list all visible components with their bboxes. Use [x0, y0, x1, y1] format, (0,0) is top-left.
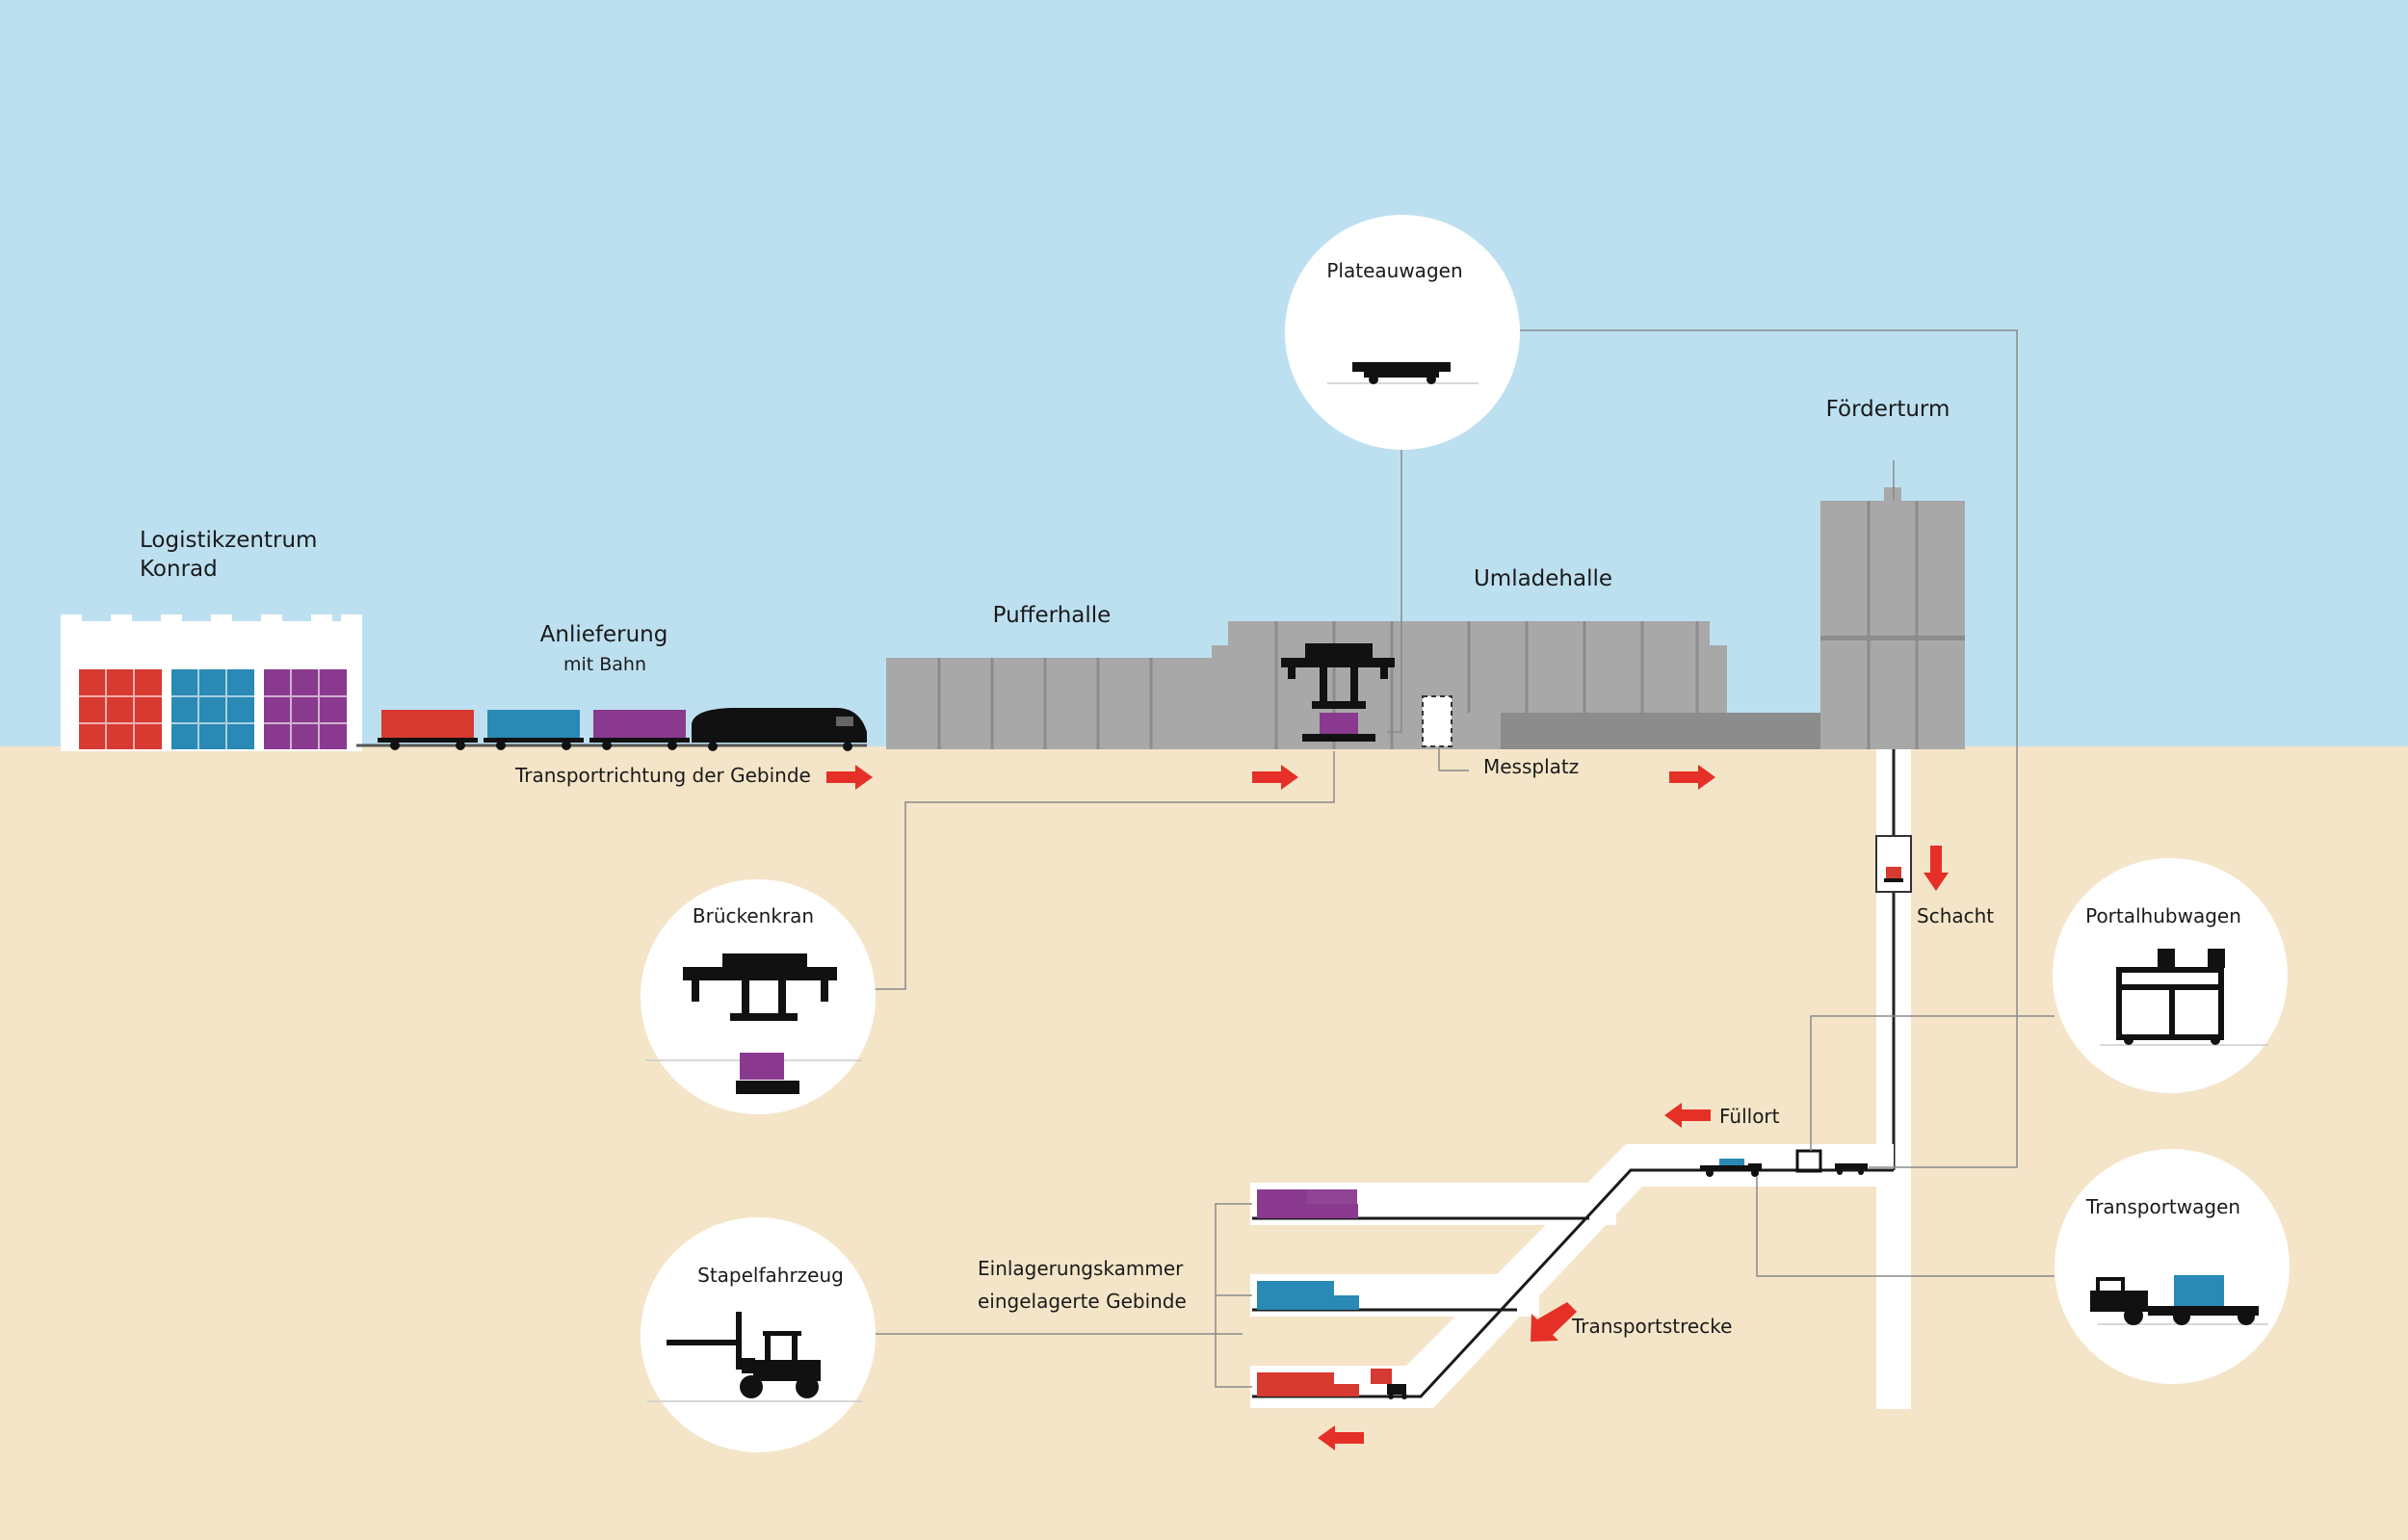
- transportstrecke-label: Transportstrecke: [1571, 1315, 1732, 1338]
- locomotive: [692, 708, 867, 743]
- umladehalle-label: Umladehalle: [1474, 566, 1612, 591]
- arrow-icon-right-2: [1252, 765, 1298, 790]
- forklift-icon: [667, 1312, 821, 1398]
- callout-portalhubwagen-label: Portalhubwagen: [2085, 904, 2241, 927]
- callout-stapelfahrzeug-label: Stapelfahrzeug: [697, 1264, 844, 1287]
- schacht-label: Schacht: [1917, 904, 1994, 927]
- logistics-container-purple: [264, 669, 347, 749]
- stored-containers-blue: [1257, 1281, 1359, 1310]
- callout-brueckenkran: Brückenkran: [641, 879, 876, 1114]
- rail-car-red: [381, 710, 474, 739]
- stored-containers-purple: [1257, 1189, 1358, 1218]
- logistics-container-blue: [171, 669, 254, 749]
- plateau-wagon-icon: [1352, 362, 1451, 384]
- arrow-icon-right-3: [1669, 765, 1715, 790]
- foerderturm-label: Förderturm: [1826, 397, 1950, 422]
- shaft: [1875, 749, 1912, 1409]
- arrow-icon-right-1: [826, 765, 873, 790]
- callout-transportwagen: Transportwagen: [2055, 1149, 2290, 1384]
- arrow-icon-diagonal: [1531, 1302, 1577, 1342]
- rail-car-purple: [593, 710, 686, 739]
- logistics-center: [61, 614, 362, 751]
- train: [356, 708, 867, 751]
- logistics-center-title-line2: Konrad: [140, 557, 218, 582]
- callout-portalhubwagen: Portalhubwagen: [2053, 858, 2288, 1093]
- measuring-station-marker: [1422, 695, 1453, 747]
- callout-stapelfahrzeug: Stapelfahrzeug: [641, 1217, 876, 1452]
- fuellort-label: Füllort: [1719, 1105, 1780, 1128]
- labels: Logistikzentrum Konrad Anlieferung mit B…: [140, 397, 1994, 1338]
- mit-bahn-label: mit Bahn: [563, 654, 646, 675]
- arrow-icon-left-chamber: [1318, 1425, 1364, 1450]
- sky: [0, 0, 2408, 749]
- bridge-crane-icon: [683, 953, 837, 1094]
- stored-containers-red: [1257, 1369, 1392, 1396]
- shaft-cage: [1875, 835, 1912, 893]
- hall-crane: [1281, 643, 1395, 709]
- leader-lines: [872, 329, 2055, 1388]
- callout-brueckenkran-label: Brückenkran: [693, 904, 814, 927]
- pufferhalle-building: [886, 658, 1214, 749]
- ground: [0, 746, 2408, 1540]
- rail-car-blue: [487, 710, 580, 739]
- logistics-center-title-line1: Logistikzentrum: [140, 528, 317, 553]
- transport-wagon-icon: [2090, 1275, 2259, 1325]
- transport-direction-label: Transportrichtung der Gebinde: [514, 764, 811, 787]
- underground-forklift-small: [1387, 1384, 1407, 1399]
- anlieferung-label: Anlieferung: [540, 622, 668, 647]
- pufferhalle-label: Pufferhalle: [993, 603, 1112, 628]
- foerderturm-building: [1820, 487, 1965, 749]
- einlagerungskammer-label-line1: Einlagerungskammer: [978, 1257, 1184, 1280]
- fuellort-vehicles: [1700, 1149, 1868, 1177]
- arrow-icon-down: [1924, 846, 1949, 891]
- umladehalle-building: [1212, 621, 1823, 749]
- callout-transportwagen-label: Transportwagen: [2085, 1195, 2240, 1218]
- callout-plateauwagen: Plateauwagen: [1285, 215, 1520, 450]
- callout-plateauwagen-label: Plateauwagen: [1326, 259, 1462, 282]
- logistics-container-red: [79, 669, 162, 749]
- einlagerungskammer-label-line2: eingelagerte Gebinde: [978, 1290, 1187, 1313]
- portal-lift-truck-icon: [2116, 967, 2224, 1040]
- arrow-icon-left-fuellort: [1664, 1103, 1711, 1128]
- messplatz-label: Messplatz: [1483, 755, 1579, 778]
